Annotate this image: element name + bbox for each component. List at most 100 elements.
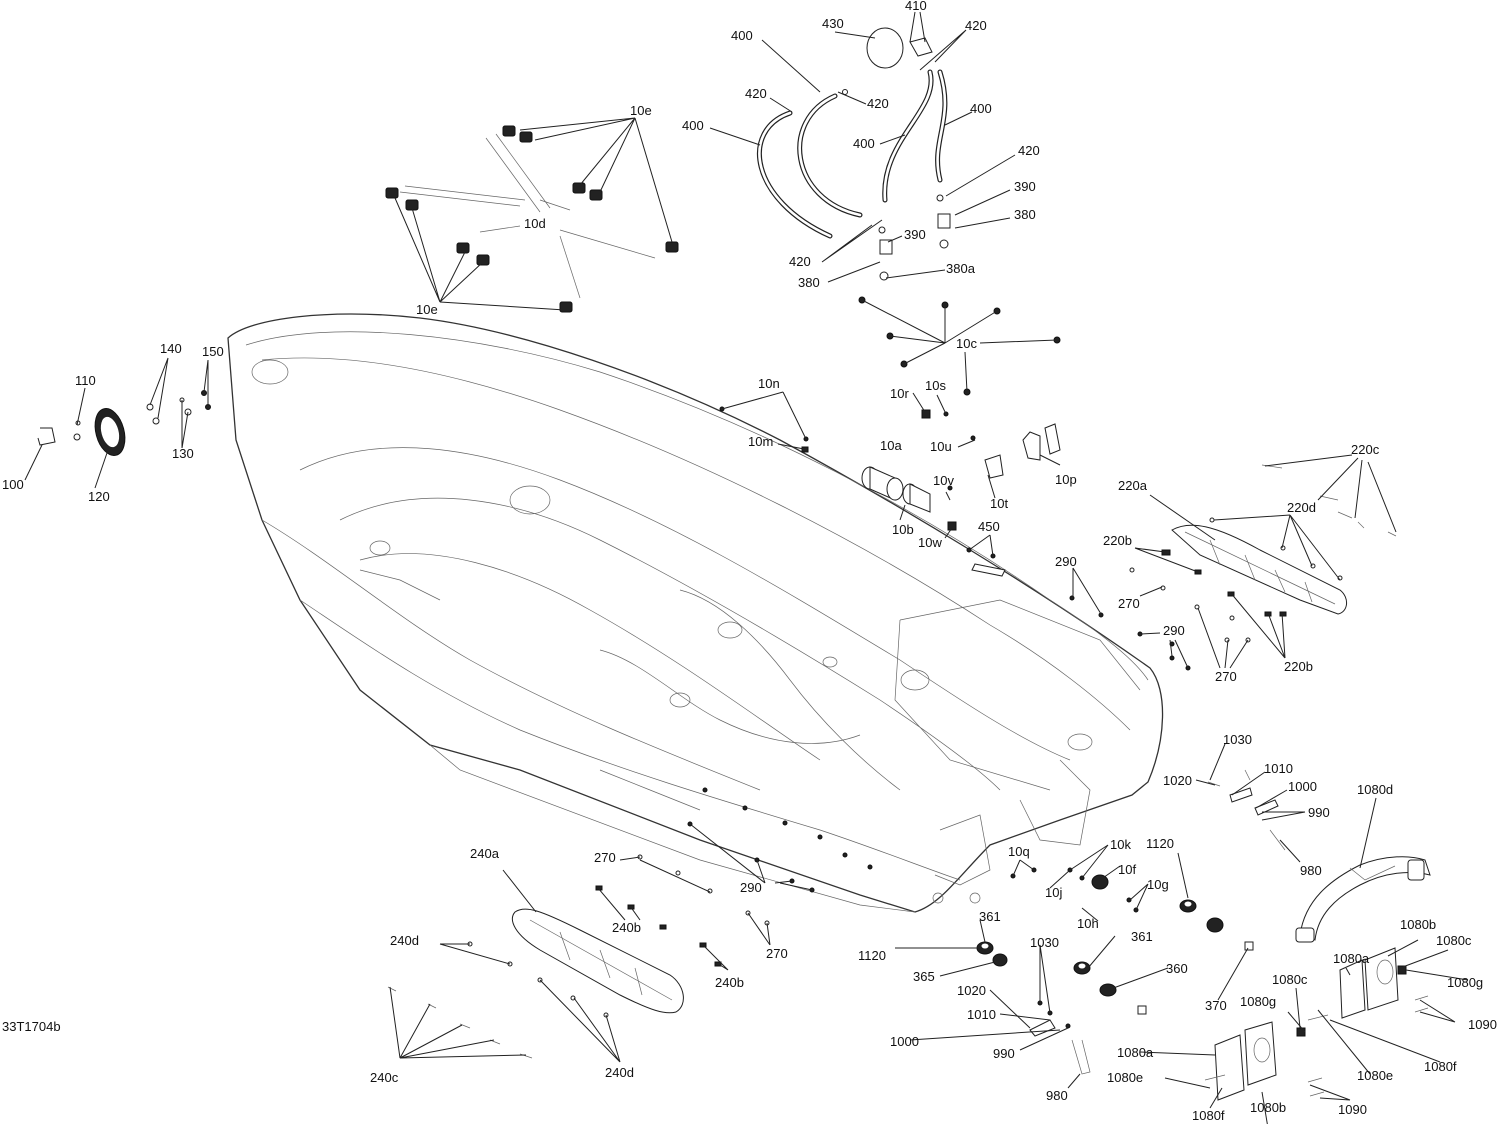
callout-990: 990: [1308, 805, 1330, 820]
callout-370: 370: [1205, 998, 1227, 1013]
callout-130: 130: [172, 446, 194, 461]
rear-handle-1080d: [1295, 856, 1431, 943]
callout-10p: 10p: [1055, 472, 1077, 487]
callout-361: 361: [979, 909, 1001, 924]
callout-110: 110: [75, 373, 96, 388]
callout-1080a: 1080a: [1333, 951, 1370, 966]
callout-240a: 240a: [470, 846, 500, 861]
callout-10r: 10r: [890, 386, 909, 401]
callout-360: 360: [1166, 961, 1188, 976]
hull-body: [227, 313, 1164, 913]
callout-390: 390: [904, 227, 926, 242]
callout-220b: 220b: [1284, 659, 1313, 674]
drain-plugs: [976, 769, 1286, 1075]
fitting-380: [879, 239, 893, 255]
callout-240b: 240b: [715, 975, 744, 990]
callout-1090: 1090: [1468, 1017, 1497, 1032]
callout-270: 270: [1215, 669, 1237, 684]
callout-1030: 1030: [1030, 935, 1059, 950]
callout-1080g: 1080g: [1240, 994, 1276, 1009]
anchor-bracket-parts: [385, 125, 679, 313]
callout-10d: 10d: [524, 216, 546, 231]
callout-1080e: 1080e: [1357, 1068, 1393, 1083]
callout-410: 410: [905, 0, 927, 13]
callout-10v: 10v: [933, 473, 954, 488]
callout-450: 450: [978, 519, 1000, 534]
callout-1080b: 1080b: [1250, 1100, 1286, 1115]
callout-1080c: 1080c: [1436, 933, 1472, 948]
callout-10s: 10s: [925, 378, 946, 393]
callout-290: 290: [1055, 554, 1077, 569]
callout-270: 270: [594, 850, 616, 865]
callout-290: 290: [1163, 623, 1185, 638]
callout-240d: 240d: [390, 933, 419, 948]
callout-10k: 10k: [1110, 837, 1131, 852]
callout-1020: 1020: [957, 983, 986, 998]
callout-420: 420: [745, 86, 767, 101]
callout-1080d: 1080d: [1357, 782, 1393, 797]
callout-150: 150: [202, 344, 224, 359]
callout-10g: 10g: [1147, 877, 1169, 892]
callout-980: 980: [1046, 1088, 1068, 1103]
sponson-220a: [1069, 464, 1397, 671]
callout-1000: 1000: [890, 1034, 919, 1049]
callout-10h: 10h: [1077, 916, 1099, 931]
callout-1010: 1010: [967, 1007, 996, 1022]
callout-10b: 10b: [892, 522, 914, 537]
callout-10e: 10e: [416, 302, 438, 317]
callout-10m: 10m: [748, 434, 773, 449]
callout-1080b: 1080b: [1400, 917, 1436, 932]
callout-140: 140: [160, 341, 182, 356]
callout-1080e: 1080e: [1107, 1070, 1143, 1085]
callout-400: 400: [970, 101, 992, 116]
callout-380: 380: [798, 275, 820, 290]
hose-assembly: [756, 27, 951, 281]
callout-10e: 10e: [630, 103, 652, 118]
callout-10q: 10q: [1008, 844, 1030, 859]
callout-400: 400: [682, 118, 704, 133]
callout-10w: 10w: [918, 535, 942, 550]
callout-400: 400: [731, 28, 753, 43]
callout-365: 365: [913, 969, 935, 984]
callout-420: 420: [867, 96, 889, 111]
cap-430: [866, 27, 904, 69]
callout-1120: 1120: [1146, 836, 1174, 851]
callout-400: 400: [853, 136, 875, 151]
callout-290: 290: [740, 880, 762, 895]
callout-380: 380: [1014, 207, 1036, 222]
callout-420: 420: [965, 18, 987, 33]
callout-10c: 10c: [956, 336, 977, 351]
diagram-code: 33T1704b: [2, 1019, 61, 1034]
callout-1020: 1020: [1163, 773, 1192, 788]
callout-990: 990: [993, 1046, 1015, 1061]
callout-1080f: 1080f: [1424, 1059, 1457, 1074]
bow-eye-parts: [37, 390, 211, 456]
leader-lines: [24, 11, 1469, 1124]
callout-240b: 240b: [612, 920, 641, 935]
callout-220b: 220b: [1103, 533, 1132, 548]
callout-1030: 1030: [1223, 732, 1252, 747]
drain-grommet-10a: [861, 466, 931, 513]
callout-270: 270: [766, 946, 788, 961]
callout-10a: 10a: [880, 438, 902, 453]
callout-420: 420: [1018, 143, 1040, 158]
callout-1080f: 1080f: [1192, 1108, 1225, 1123]
callout-390: 390: [1014, 179, 1036, 194]
callout-270: 270: [1118, 596, 1140, 611]
callout-1120: 1120: [858, 948, 886, 963]
valve-410: [909, 37, 933, 57]
callout-10t: 10t: [990, 496, 1008, 511]
callout-220d: 220d: [1287, 500, 1316, 515]
callout-361: 361: [1131, 929, 1153, 944]
callout-1010: 1010: [1264, 761, 1293, 776]
callout-980: 980: [1300, 863, 1322, 878]
fitting-380-right: [937, 213, 951, 229]
callout-1080g: 1080g: [1447, 975, 1483, 990]
callout-10u: 10u: [930, 439, 952, 454]
callout-120: 120: [88, 489, 110, 504]
callout-10f: 10f: [1118, 862, 1136, 877]
callout-420: 420: [789, 254, 811, 269]
callout-1080c: 1080c: [1272, 972, 1308, 987]
